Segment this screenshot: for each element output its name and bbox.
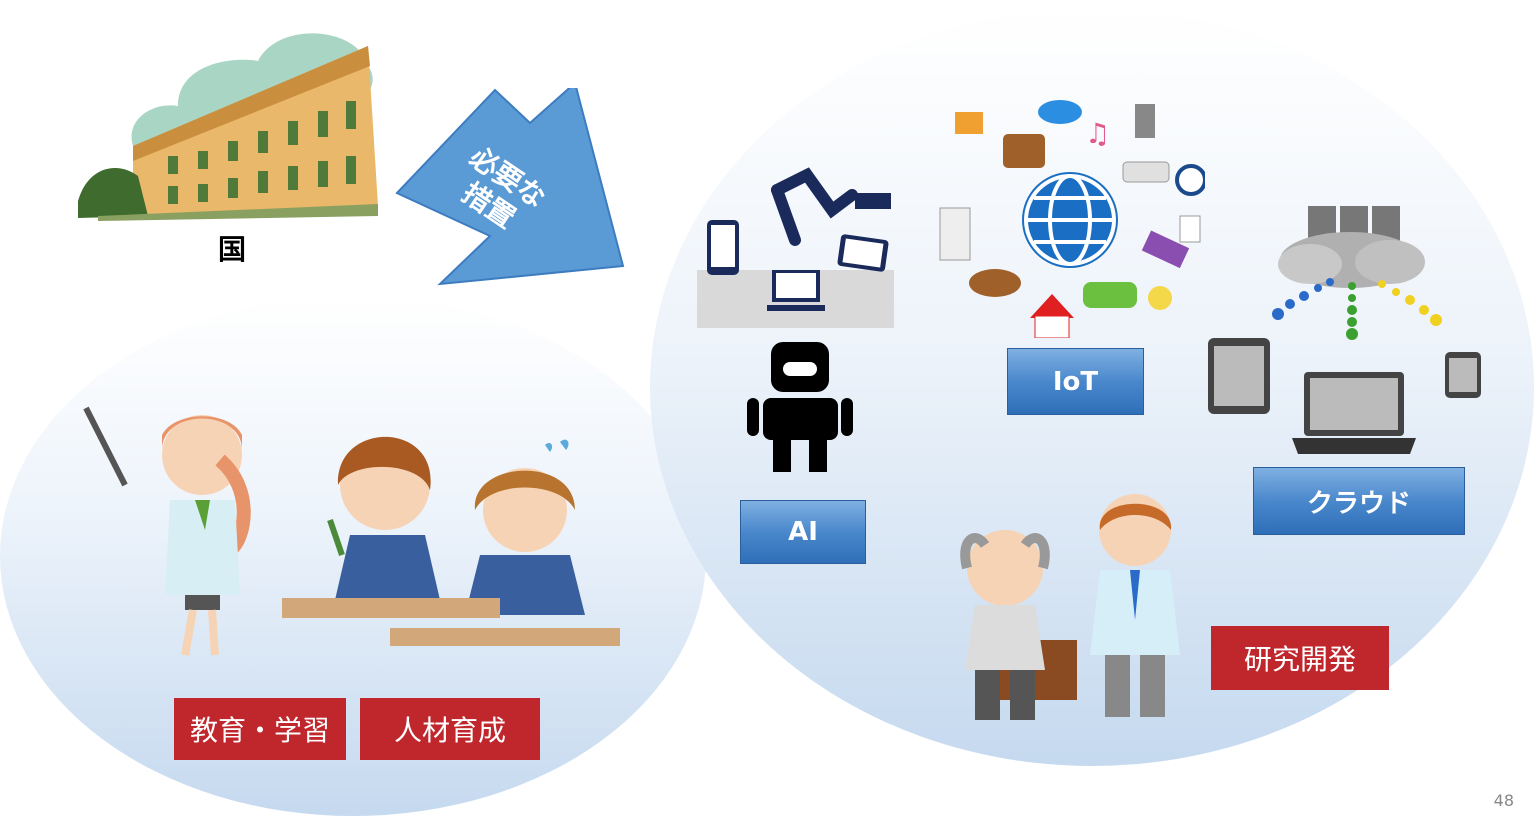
house-icon (1034, 315, 1070, 338)
shopping-cart-icon (955, 112, 983, 134)
rnd-label: 研究開発 (1211, 626, 1389, 690)
air-conditioner-icon (1122, 161, 1170, 183)
cloud-label: クラウド (1253, 467, 1465, 535)
svg-text:♫: ♫ (1085, 117, 1110, 150)
document-icon (1179, 215, 1201, 243)
robot-arm-icon (697, 167, 894, 328)
classroom-illustration (83, 406, 620, 656)
ai-label: AI (740, 500, 866, 564)
talent-development-label: 人材育成 (360, 698, 540, 760)
robot-icon (747, 342, 853, 472)
country-label: 国 (218, 233, 247, 266)
iot-devices-icon: ♫ (939, 100, 1205, 338)
laptop-icon (1292, 372, 1416, 454)
car-icon (1083, 282, 1137, 308)
education-label: 教育・学習 (174, 698, 346, 760)
clock-icon (1175, 164, 1205, 196)
arrow-icon (395, 88, 625, 286)
dog-icon (969, 269, 1021, 297)
suitcase-icon (1003, 134, 1045, 168)
cloud-icon (1208, 206, 1481, 414)
government-building-icon (78, 33, 378, 221)
cutlery-icon (1135, 104, 1155, 138)
researchers-illustration (960, 494, 1180, 720)
game-controller-icon (1038, 100, 1082, 124)
lightbulb-icon (1148, 286, 1172, 310)
keyboard-icon (1141, 230, 1190, 269)
iot-label: IoT (1007, 348, 1144, 415)
refrigerator-icon (939, 207, 971, 261)
page-number: 48 (1493, 791, 1514, 810)
